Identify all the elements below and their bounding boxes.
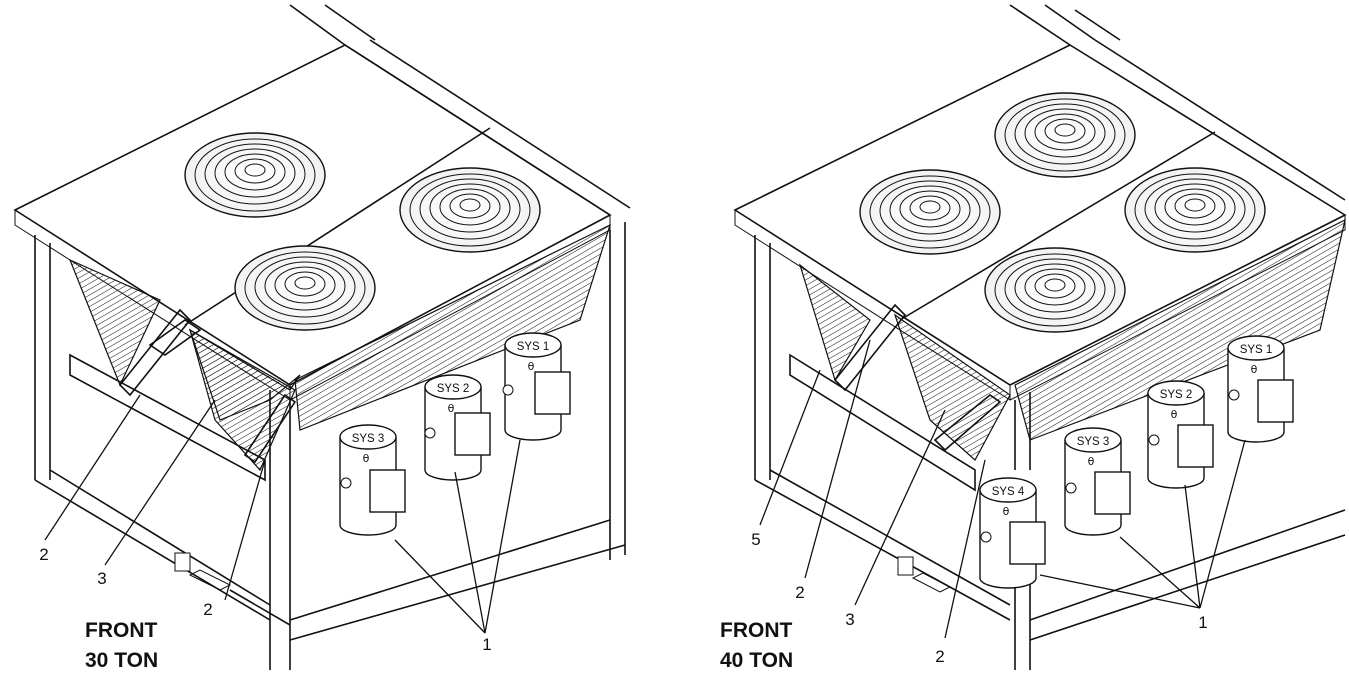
compressor-sys-2: SYS 2 θ: [424, 374, 491, 481]
electrical-box: [188, 569, 232, 591]
frame-post: [754, 235, 771, 480]
fan-3: [1124, 167, 1266, 253]
coil-front: [1014, 218, 1346, 441]
top-rail: [324, 4, 376, 41]
theta-symbol: θ: [1003, 505, 1010, 518]
callout-compressors: 1: [1198, 613, 1207, 632]
electrical-box: [911, 572, 952, 593]
callout-leader: [1039, 439, 1246, 609]
callout-header: 2: [935, 647, 944, 666]
caption-front: FRONT: [720, 619, 792, 642]
caption-tonnage: 30 TON: [85, 649, 158, 672]
coil-header: [833, 303, 907, 392]
compressor-sys-4: SYS 4 θ: [979, 477, 1046, 589]
coil-header: [933, 393, 1002, 452]
callout-leader: [104, 399, 216, 566]
coil-header: [148, 319, 202, 356]
base-rail: [229, 589, 291, 626]
callout-compressors: 1: [482, 635, 491, 654]
top-rail: [1009, 4, 1071, 46]
callout-leader: [804, 339, 871, 579]
fan-4: [984, 247, 1126, 333]
caption-tonnage: 40 TON: [720, 649, 793, 672]
top-rail: [1044, 4, 1096, 41]
compressor-sys-1: SYS 1 θ: [502, 332, 571, 441]
coil-v: [189, 328, 296, 472]
fan-1: [184, 132, 326, 218]
top-rail: [344, 44, 611, 216]
coil-header: [243, 393, 297, 464]
callout-coil-left: 5: [751, 530, 760, 549]
frame-post: [34, 235, 51, 480]
electrical-box: [897, 556, 914, 576]
theta-symbol: θ: [448, 402, 455, 415]
caption-front: FRONT: [85, 619, 157, 642]
coil-left: [68, 258, 161, 387]
callout-leader: [224, 459, 266, 601]
coil-left: [798, 263, 871, 382]
callout-leader: [854, 409, 946, 606]
unit-30-ton: SYS 1 θ SYS 2 θ SYS 3 θ 1 2 3: [13, 4, 631, 672]
theta-symbol: θ: [1171, 408, 1178, 421]
compressor-label: SYS 4: [992, 486, 1025, 498]
compressor-sys-3: SYS 3 θ: [339, 424, 406, 536]
compressor-label: SYS 2: [437, 383, 470, 395]
top-rail: [1074, 9, 1121, 41]
fan-2: [399, 167, 541, 253]
top-rail: [289, 4, 346, 46]
electrical-box: [174, 552, 191, 572]
base-rail: [1029, 509, 1346, 641]
roof-seam: [899, 131, 1216, 321]
coil-v: [893, 313, 1011, 461]
theta-symbol: θ: [1088, 455, 1095, 468]
compressor-label: SYS 1: [1240, 344, 1273, 356]
base-rail: [754, 469, 1011, 621]
compressor-sys-1: SYS 1 θ: [1227, 335, 1294, 443]
compressor-label: SYS 3: [1077, 436, 1110, 448]
callout-leader: [44, 394, 141, 541]
theta-symbol: θ: [1251, 363, 1258, 376]
cross-beam: [789, 353, 976, 492]
coil-header: [118, 308, 192, 397]
callout-leader: [759, 369, 821, 526]
compressor-sys-3: SYS 3 θ: [1064, 427, 1131, 536]
callout-header: 2: [203, 600, 212, 619]
base-rail: [34, 469, 271, 621]
callout-coil: 3: [97, 569, 106, 588]
compressor-label: SYS 2: [1160, 389, 1193, 401]
callout-coil: 3: [845, 610, 854, 629]
theta-symbol: θ: [528, 360, 535, 373]
fan-3: [234, 245, 376, 331]
compressor-label: SYS 1: [517, 341, 550, 353]
base-rail: [289, 519, 626, 641]
top-rail: [369, 39, 631, 209]
compressor-sys-2: SYS 2 θ: [1147, 380, 1214, 489]
top-rail: [1094, 39, 1346, 201]
callout-leader: [944, 459, 986, 639]
unit-40-ton: SYS 1 θ SYS 2 θ SYS 3 θ SYS 4 θ: [720, 4, 1347, 672]
coil-front: [294, 223, 611, 431]
cross-beam: [69, 353, 266, 482]
fan-1: [994, 92, 1136, 178]
callout-header: 2: [39, 545, 48, 564]
callout-leader: [394, 439, 521, 634]
roof-edge: [734, 210, 1011, 401]
callout-header: 2: [795, 583, 804, 602]
theta-symbol: θ: [363, 452, 370, 465]
frame-post: [609, 222, 626, 560]
fan-2: [859, 169, 1001, 255]
compressor-label: SYS 3: [352, 433, 385, 445]
